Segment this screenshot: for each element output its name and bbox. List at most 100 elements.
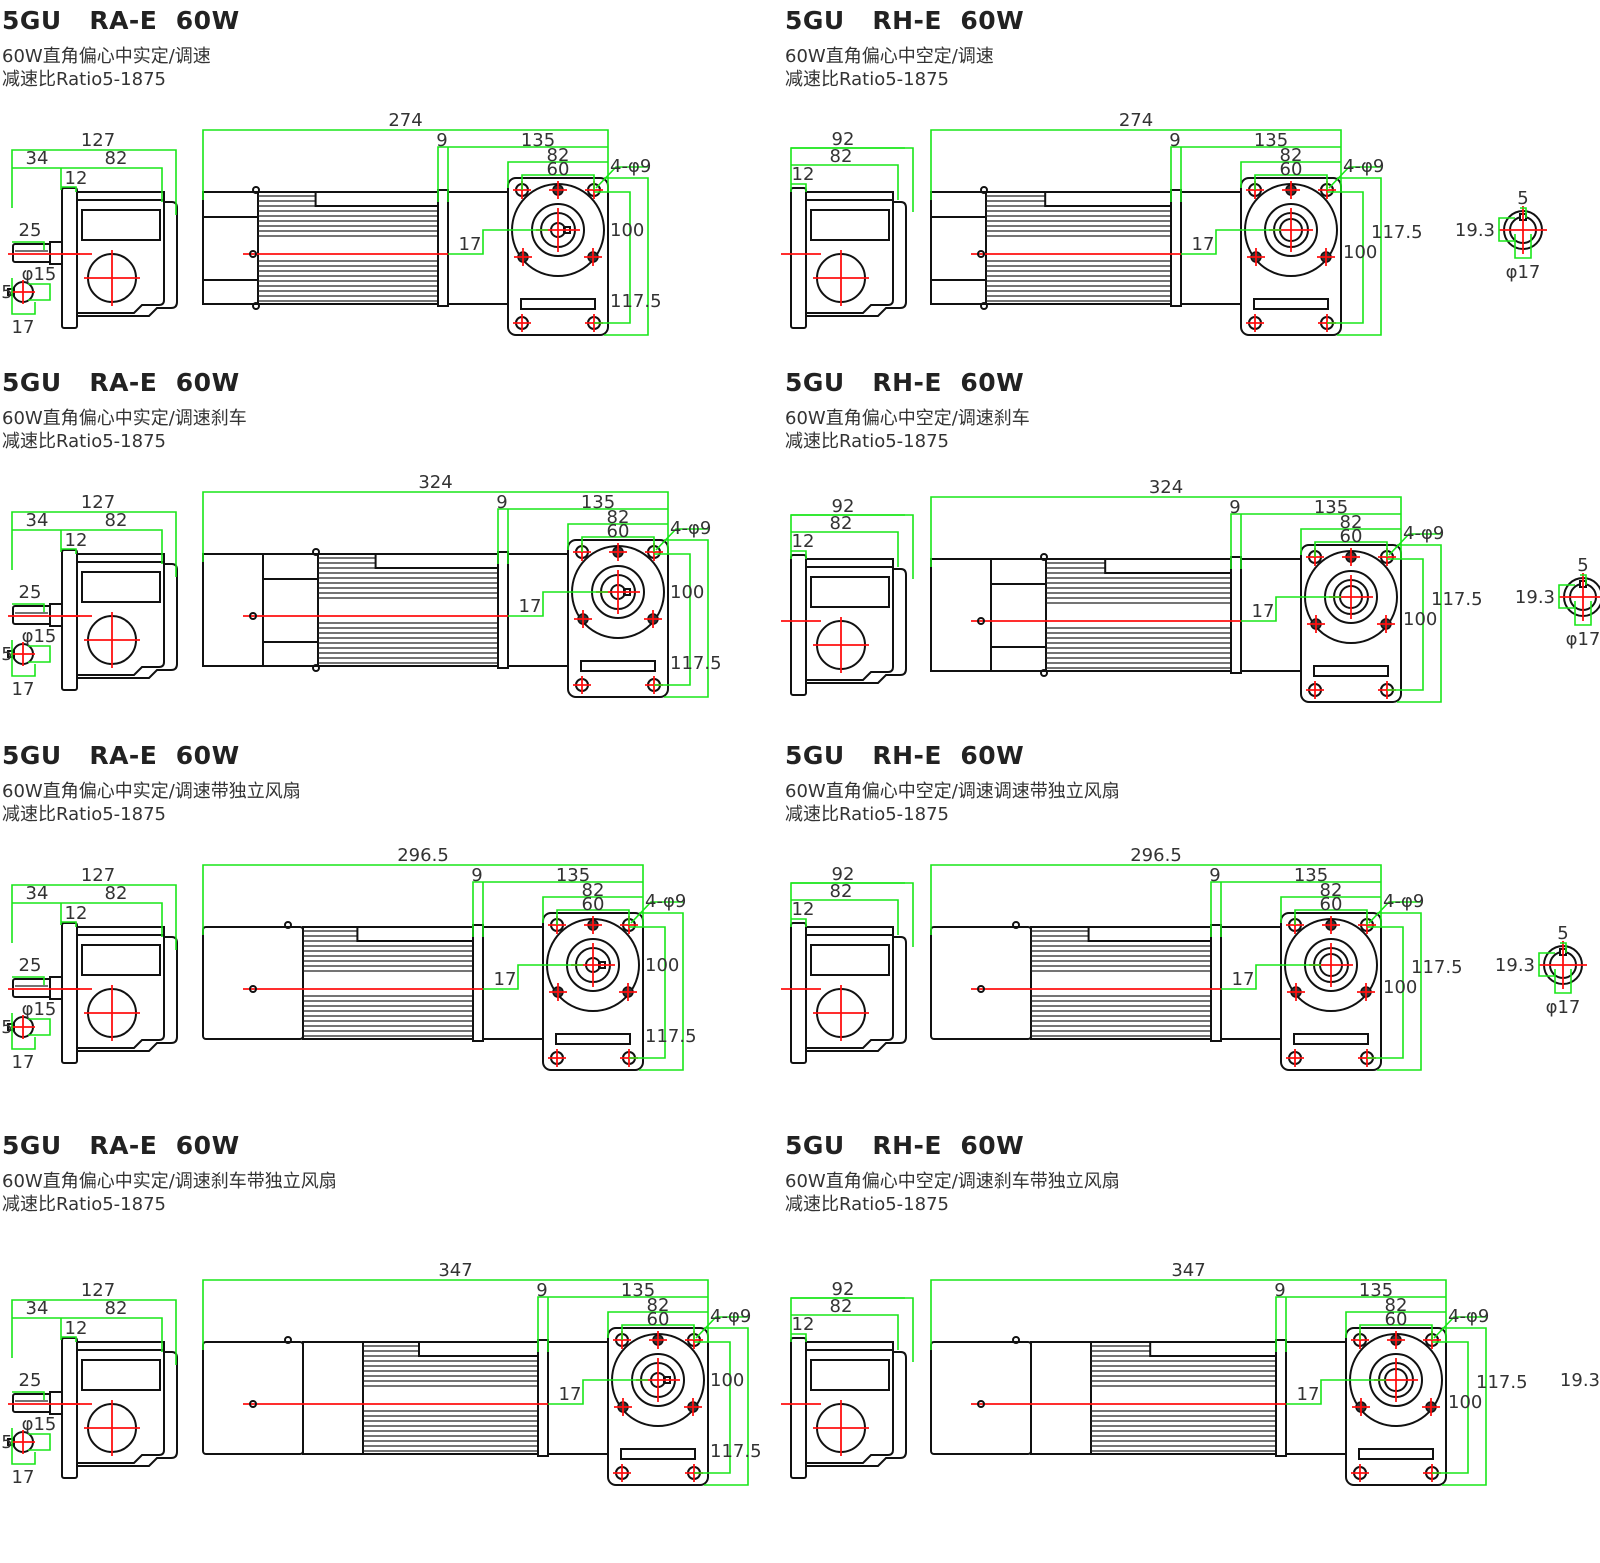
front-view — [202, 539, 669, 698]
gearbox-body — [806, 558, 907, 684]
dim-bore-diameter: φ17 — [1566, 629, 1600, 650]
dim-mounting-holes: 4-φ9 — [1403, 523, 1444, 544]
dim-total-length: 347 — [438, 1260, 472, 1281]
dim-bore-depth: 19.3 — [1515, 587, 1555, 608]
dim-height-100: 100 — [670, 582, 704, 603]
dim-side-total: 92 — [832, 1279, 855, 1300]
dim-gearbox-length: 135 — [1314, 497, 1348, 518]
nameplate — [81, 1359, 161, 1391]
nameplate — [81, 944, 161, 976]
nameplate — [810, 576, 890, 608]
motor-stator — [257, 191, 439, 305]
ratio-range: 减速比Ratio5-1875 — [2, 804, 166, 825]
brake-unit — [1030, 1341, 1092, 1455]
dim-shaft-height: 17 — [12, 1467, 35, 1488]
label-slot — [1358, 1448, 1434, 1460]
dim-key-width: 5 — [1, 1017, 12, 1038]
label-slot — [520, 298, 596, 310]
dim-pcd-outer: 82 — [1320, 880, 1343, 901]
terminal-box — [418, 1341, 539, 1357]
motor-stator — [1090, 1341, 1277, 1455]
dim-shaft-length: 25 — [19, 582, 42, 603]
front-view — [930, 1327, 1447, 1486]
side-view — [781, 922, 907, 1064]
flange-plate — [61, 922, 78, 1064]
dim-shaft-diameter: φ15 — [22, 1414, 57, 1435]
dim-flange: 12 — [65, 530, 88, 551]
brake-unit — [930, 558, 992, 672]
dim-pcd-inner: 60 — [582, 894, 605, 915]
dim-gearbox-length: 135 — [621, 1280, 655, 1301]
nameplate — [810, 944, 890, 976]
dim-side-total: 127 — [81, 865, 115, 886]
dim-bore-diameter: φ17 — [1546, 997, 1581, 1018]
front-view — [930, 912, 1382, 1071]
dim-pcd-inner: 60 — [547, 159, 570, 180]
label-slot — [1253, 298, 1329, 310]
dim-side-total: 92 — [832, 864, 855, 885]
model-description: 60W直角偏心中空定/调速 — [785, 46, 994, 67]
model-description: 60W直角偏心中实定/调速刹车 — [2, 408, 247, 429]
dim-pcd-inner: 60 — [647, 1309, 670, 1330]
front-view — [202, 912, 644, 1071]
dim-pcd-outer: 82 — [1340, 512, 1363, 533]
terminal-box — [374, 553, 500, 569]
dim-total-length: 296.5 — [397, 845, 449, 866]
dim-shaft-offset: 34 — [26, 510, 49, 531]
output-shaft — [12, 978, 52, 998]
dim-height-117: 117.5 — [1411, 957, 1463, 978]
ratio-range: 减速比Ratio5-1875 — [785, 804, 949, 825]
front-view — [930, 544, 1402, 703]
side-view — [8, 549, 178, 691]
dim-side-total: 127 — [81, 492, 115, 513]
fan-cover — [202, 926, 304, 1040]
nameplate — [810, 209, 890, 241]
terminal-box — [1044, 191, 1173, 207]
output-shaft — [12, 1393, 52, 1413]
output-shaft — [12, 605, 52, 625]
model-description: 60W直角偏心中实定/调速 — [2, 46, 211, 67]
model-title: 5GU RH-E 60W — [785, 6, 1025, 35]
dim-mounting-holes: 4-φ9 — [610, 156, 651, 177]
dim-side-total: 92 — [832, 129, 855, 150]
dim-height-117: 117.5 — [1371, 222, 1423, 243]
dim-pcd-outer: 82 — [607, 507, 630, 528]
dim-flange-gap: 9 — [471, 865, 482, 886]
dim-shaft-offset: 17 — [494, 969, 517, 990]
front-view — [202, 177, 609, 336]
dim-bore-key: 5 — [1577, 555, 1588, 576]
model-title: 5GU RH-E 60W — [785, 741, 1025, 770]
dim-shaft-height: 17 — [12, 1052, 35, 1073]
label-slot — [555, 1033, 631, 1045]
dim-pcd-outer: 82 — [547, 145, 570, 166]
dim-flange-gap: 9 — [536, 1280, 547, 1301]
terminal-box — [314, 191, 440, 207]
dim-side-total: 127 — [81, 130, 115, 151]
dim-side-body: 82 — [105, 883, 128, 904]
dim-bore-depth: 19.3 — [1495, 955, 1535, 976]
ratio-range: 减速比Ratio5-1875 — [785, 69, 949, 90]
gearbox-body — [806, 191, 907, 317]
model-title: 5GU RA-E 60W — [2, 6, 240, 35]
dim-shaft-offset: 17 — [459, 234, 482, 255]
gearbox-body — [77, 191, 178, 317]
dim-key-width: 5 — [1, 282, 12, 303]
adapter — [1285, 1341, 1347, 1455]
output-shaft — [12, 243, 52, 263]
gearbox-body — [806, 1341, 907, 1467]
dim-side-body: 82 — [105, 510, 128, 531]
dim-pcd-inner: 60 — [1320, 894, 1343, 915]
dim-side-total: 92 — [832, 496, 855, 517]
dim-flange-gap: 9 — [1209, 865, 1220, 886]
dim-shaft-offset: 17 — [1252, 601, 1275, 622]
model-title: 5GU RA-E 60W — [2, 741, 240, 770]
